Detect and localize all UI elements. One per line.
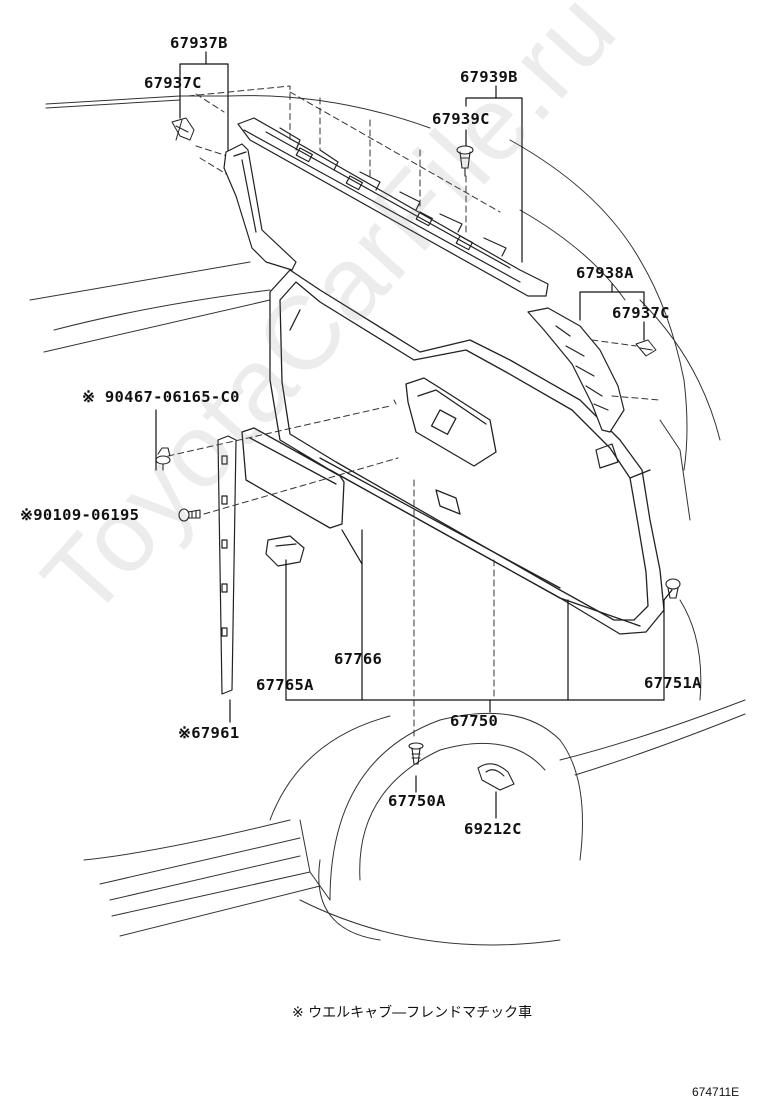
mid-dashed-guides bbox=[167, 399, 495, 741]
label-67766[interactable]: 67766 bbox=[334, 650, 383, 668]
cover-panel bbox=[241, 427, 345, 529]
screw-90109 bbox=[178, 508, 201, 522]
small-cap-part bbox=[265, 535, 305, 567]
label-67937C-left[interactable]: 67937C bbox=[144, 74, 202, 92]
upper-dashed-guides bbox=[187, 85, 501, 237]
label-67938A[interactable]: 67938A bbox=[576, 264, 634, 282]
label-67751A[interactable]: 67751A bbox=[644, 674, 702, 692]
label-67939B[interactable]: 67939B bbox=[460, 68, 518, 86]
label-69212C[interactable]: 69212C bbox=[464, 820, 522, 838]
label-67961[interactable]: ※67961 bbox=[178, 724, 240, 742]
label-90109-06195[interactable]: ※90109-06195 bbox=[20, 506, 140, 524]
clip-67750A bbox=[408, 742, 424, 765]
diagram-code: 674711E bbox=[692, 1085, 740, 1099]
label-90467-06165-C0[interactable]: ※ 90467-06165-C0 bbox=[82, 388, 240, 406]
label-67937C-right[interactable]: 67937C bbox=[612, 304, 670, 322]
left-clip-part bbox=[171, 117, 195, 141]
label-67939C[interactable]: 67939C bbox=[432, 110, 490, 128]
label-67750A[interactable]: 67750A bbox=[388, 792, 446, 810]
label-67765A[interactable]: 67765A bbox=[256, 676, 314, 694]
right-pillar-trim bbox=[527, 307, 625, 469]
center-clip-part bbox=[456, 145, 474, 177]
label-67937B[interactable]: 67937B bbox=[170, 34, 228, 52]
footnote: ※ ウエルキャブ―フレンドマチック車 bbox=[292, 1005, 533, 1021]
label-67750[interactable]: 67750 bbox=[450, 712, 499, 730]
screw-90467 bbox=[155, 447, 171, 471]
left-pillar-trim bbox=[223, 143, 297, 271]
back-door-trim-board bbox=[269, 269, 665, 635]
right-clip-part bbox=[635, 339, 657, 357]
leader-lines bbox=[155, 51, 673, 819]
vehicle-body-outline bbox=[29, 95, 746, 946]
vertical-strip-part bbox=[217, 435, 237, 695]
hook-69212C bbox=[477, 763, 515, 791]
right-dashed-guides bbox=[591, 339, 661, 401]
upper-header-trim bbox=[237, 117, 549, 297]
